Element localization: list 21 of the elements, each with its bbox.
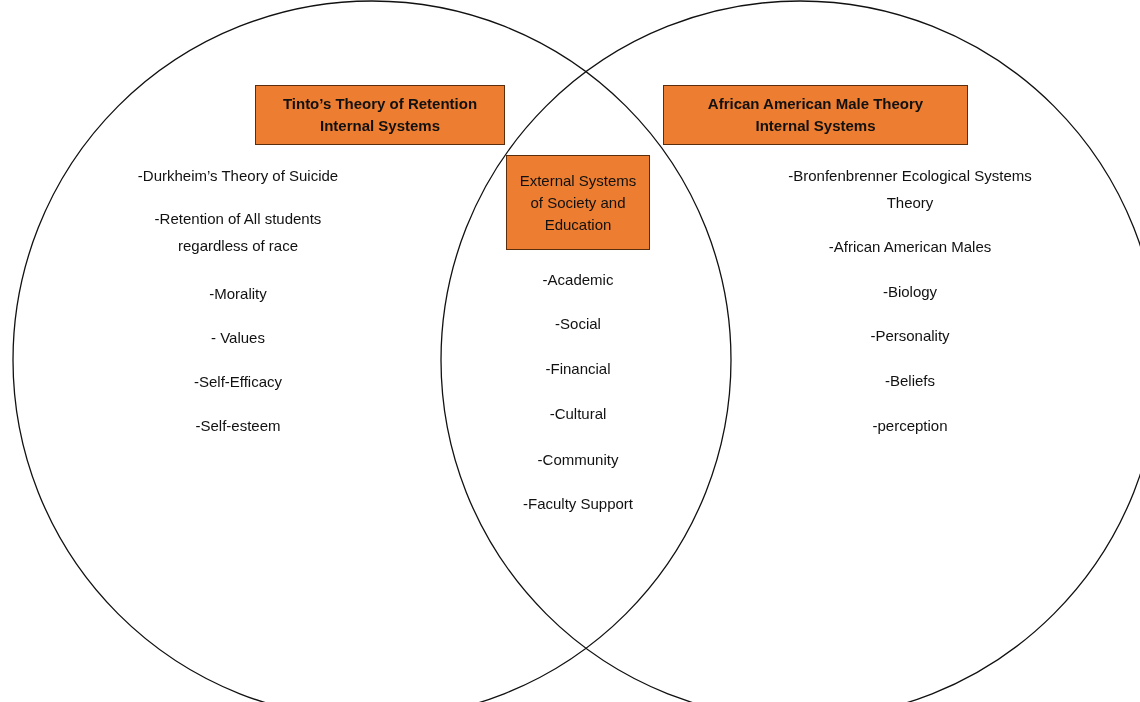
list-item: -Financial bbox=[544, 359, 612, 379]
list-item: -Retention of All students regardless of race bbox=[153, 209, 323, 256]
list-item: -Bronfenbrenner Ecological Systems Theory bbox=[787, 166, 1033, 213]
list-item: -Personality bbox=[869, 326, 951, 346]
list-item: -Cultural bbox=[548, 404, 608, 424]
list-item: -Academic bbox=[541, 270, 615, 290]
list-item: -Durkheim’s Theory of Suicide bbox=[136, 166, 340, 186]
list-item: -African American Males bbox=[827, 237, 993, 257]
list-item: -Self-esteem bbox=[194, 416, 282, 436]
heading-box: African American Male Theory Internal Systems bbox=[663, 85, 968, 145]
list-item: -Faculty Support bbox=[521, 494, 634, 514]
list-item: - Values bbox=[210, 328, 266, 348]
list-item: -Community bbox=[536, 450, 620, 470]
list-item: -Morality bbox=[208, 284, 268, 304]
list-item: -Beliefs bbox=[884, 371, 936, 391]
heading-box: External Systems of Society and Education bbox=[506, 155, 650, 250]
list-item: -Biology bbox=[881, 282, 939, 302]
list-item: -Self-Efficacy bbox=[192, 372, 284, 392]
list-item: -Social bbox=[554, 314, 602, 334]
list-item: -perception bbox=[871, 416, 949, 436]
heading-box: Tinto’s Theory of Retention Internal Systems bbox=[255, 85, 505, 145]
